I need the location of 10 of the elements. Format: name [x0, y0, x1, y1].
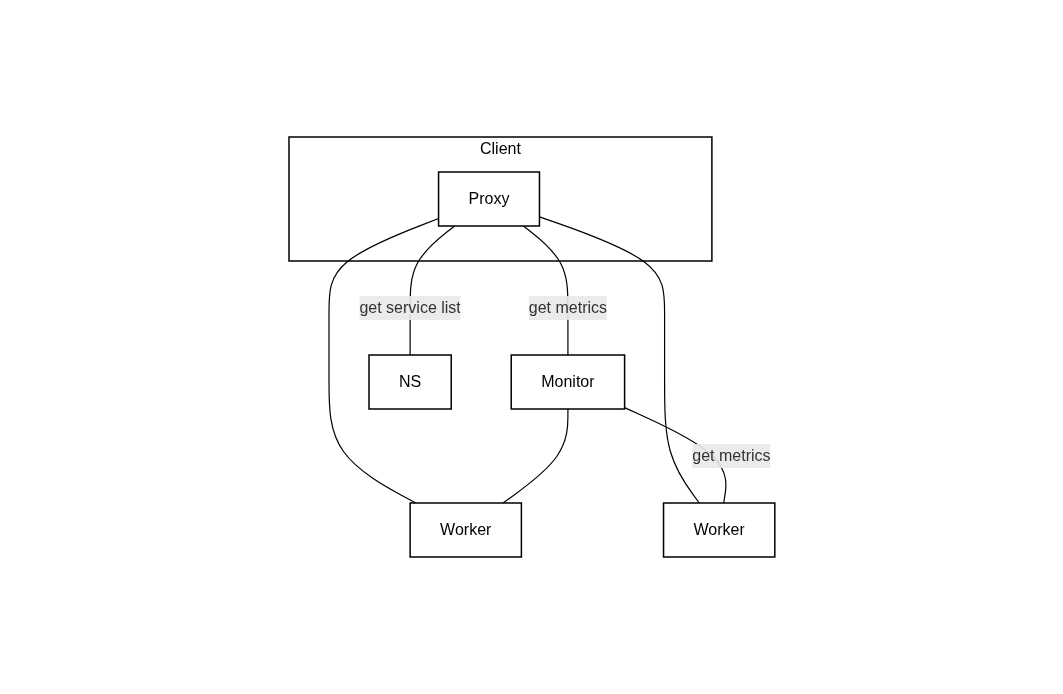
connector — [328, 217, 439, 504]
edge-label: get service list — [359, 299, 461, 316]
node-box: Worker — [408, 502, 522, 558]
edge-label: get metrics — [691, 447, 771, 464]
node-box: Proxy — [437, 171, 540, 227]
node-box: Worker — [662, 502, 776, 558]
node-box: Monitor — [510, 354, 625, 410]
connector — [502, 408, 569, 504]
edge-label: get metrics — [528, 299, 607, 316]
node-box: NS — [367, 354, 452, 410]
